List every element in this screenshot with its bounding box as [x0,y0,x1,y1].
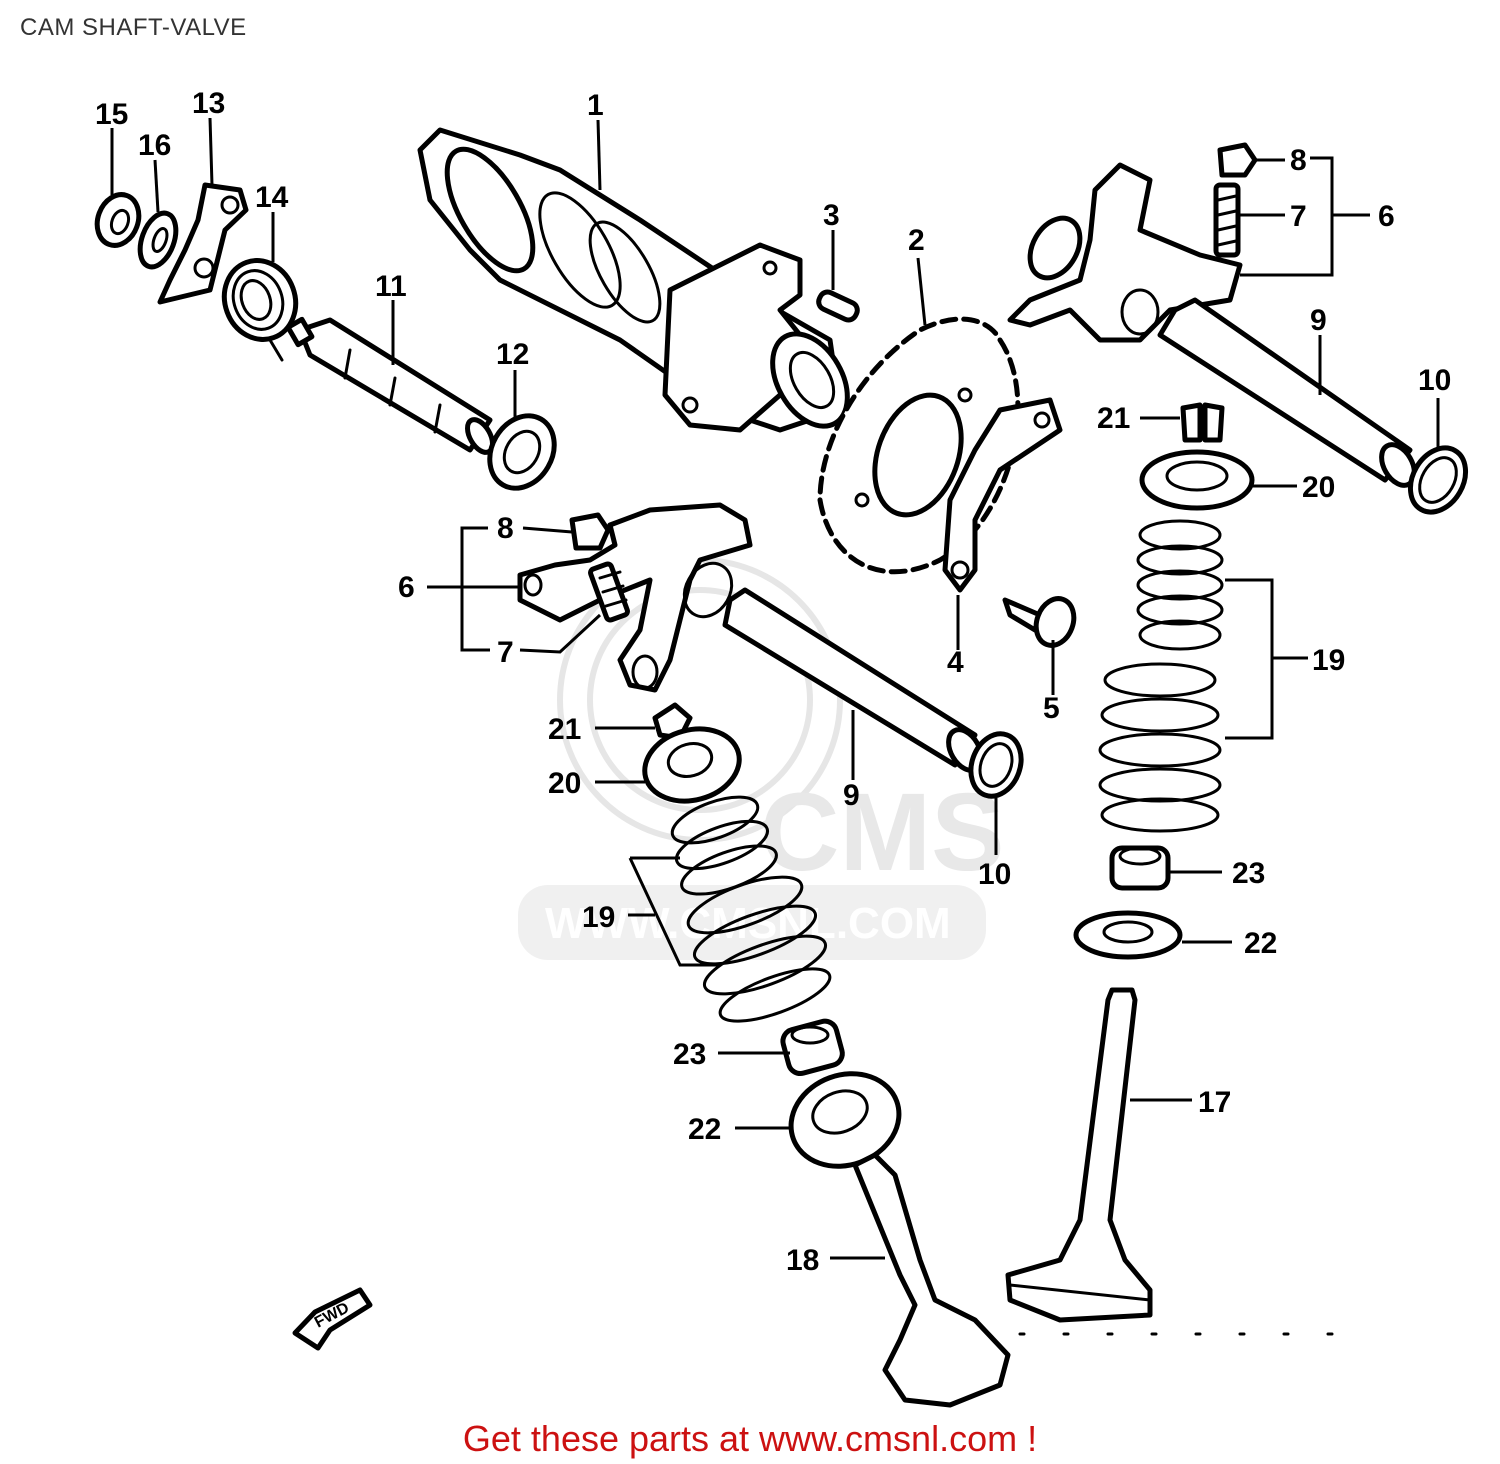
part-16-washer [137,210,179,270]
part-18-valve [852,1152,1011,1408]
callout-1: 1 [587,89,604,122]
part-12-oil-seal [487,413,557,491]
part-6-rocker-arm-upper [1007,162,1243,343]
callout-9-lower: 9 [843,779,860,812]
callout-23-lower: 23 [673,1038,706,1071]
callout-15: 15 [95,98,128,131]
watermark-logo-text: CMS [760,771,1004,894]
part-22-seat-upper [1073,910,1183,960]
part-3-pin [816,289,860,323]
callout-22-lower: 22 [688,1113,721,1146]
footer-link-text[interactable]: Get these parts at www.cmsnl.com ! [462,1418,1038,1459]
callout-11: 11 [375,270,407,303]
callout-14: 14 [255,181,289,214]
part-17-valve [1005,987,1153,1323]
watermark-url-text: WWW.CMSNL.COM [545,899,951,948]
part-11-shaft [285,316,495,455]
part-20-retainer-lower [642,726,742,804]
part-10-o-ring-lower [968,731,1024,799]
part-20-retainer-upper [1139,449,1255,511]
callout-22-upper: 22 [1244,927,1277,960]
part-5-bolt [1002,596,1077,648]
callout-19-upper: 19 [1312,644,1345,677]
parts-diagram: CMS WWW.CMSNL.COM [94,87,1469,1408]
callout-8-upper: 8 [1290,144,1307,177]
callout-20-upper: 20 [1302,471,1335,504]
callout-7-lower: 7 [497,636,514,669]
part-9-rocker-shaft-lower [722,587,984,773]
part-6-rocker-arm-lower [517,502,753,693]
part-23-seal-lower [780,1018,845,1077]
part-10-o-ring-upper [1407,445,1469,515]
callout-6-lower: 6 [398,571,415,604]
callout-21-upper: 21 [1097,402,1130,435]
part-8-nut-lower [569,512,611,551]
part-21-cotter-upper [1180,402,1225,443]
part-1-camshaft [417,127,850,433]
part-15-nut [94,192,142,248]
callout-16: 16 [138,129,171,162]
callout-5: 5 [1043,692,1060,725]
callout-21-lower: 21 [548,713,581,746]
callout-10-lower: 10 [978,858,1011,891]
callout-10-upper: 10 [1418,364,1451,397]
callout-13: 13 [192,87,225,120]
part-22-seat-lower [788,1071,902,1169]
callout-labels: 1 2 3 4 5 6 6 7 7 8 8 9 9 10 10 11 12 13… [95,87,1451,1277]
callout-2: 2 [908,224,925,257]
callout-6-upper: 6 [1378,200,1395,233]
part-19-springs-upper [1098,519,1224,833]
callout-23-upper: 23 [1232,857,1265,890]
page-title: CAM SHAFT-VALVE [20,14,247,41]
part-23-seal-upper [1109,845,1171,891]
callout-17: 17 [1198,1086,1231,1119]
fwd-arrow-icon: FWD [292,1287,373,1351]
callout-12: 12 [496,338,529,371]
callout-4: 4 [947,646,964,679]
callout-19-lower: 19 [582,901,615,934]
part-7-adjust-screw-lower [588,561,630,623]
callout-7-upper: 7 [1290,200,1307,233]
part-14-spring [221,258,299,362]
part-4-guide-plate [942,397,1063,593]
leader-lines [110,117,1440,1260]
callout-3: 3 [823,199,840,232]
part-7-adjust-screw-upper [1213,182,1241,258]
callout-9-upper: 9 [1310,304,1327,337]
part-13-bracket [157,182,249,305]
callout-8-lower: 8 [497,512,514,545]
part-19-springs-lower [670,795,832,1023]
callout-18: 18 [786,1244,819,1277]
part-8-nut-upper [1217,142,1258,178]
callout-20-lower: 20 [548,767,581,800]
